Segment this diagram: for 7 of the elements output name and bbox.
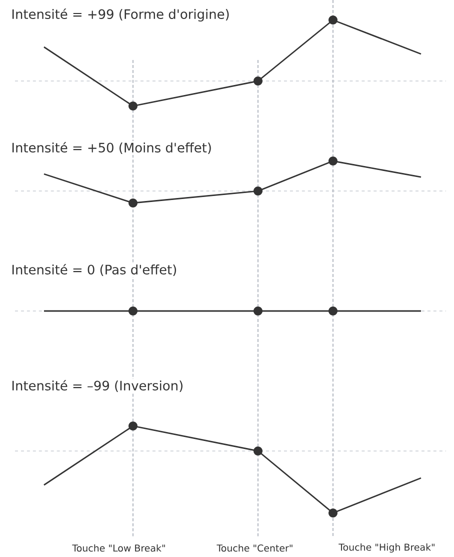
key-label: Touche "Center" xyxy=(216,543,294,553)
panel-title: Intensité = –99 (Inversion) xyxy=(10,378,185,394)
panel-title: Intensité = 0 (Pas d'effet) xyxy=(10,262,178,278)
key-label: Touche "High Break" xyxy=(338,542,436,554)
panel-title: Intensité = +50 (Moins d'effet) xyxy=(10,140,213,156)
panel-title: Intensité = +99 (Forme d'origine) xyxy=(10,7,231,23)
key-label: Touche "Low Break" xyxy=(71,543,167,553)
